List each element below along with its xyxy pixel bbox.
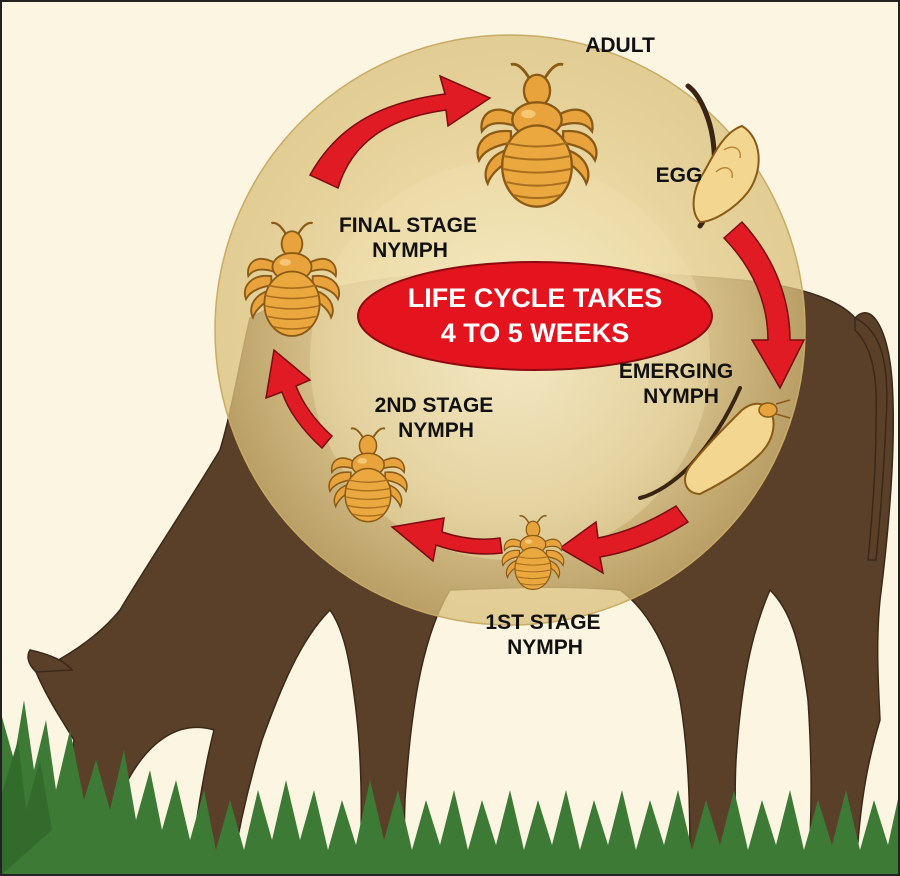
arrow-emerging-to-first bbox=[558, 505, 690, 575]
duration-badge: LIFE CYCLE TAKES 4 TO 5 WEEKS bbox=[357, 261, 713, 371]
duration-line-2: 4 TO 5 WEEKS bbox=[441, 318, 630, 348]
arrow-first-to-second bbox=[390, 517, 503, 563]
label-first-line-2: NYMPH bbox=[507, 636, 583, 659]
stage-labels: ADULT EGG EMERGING NYMPH 1ST STAGE NYMPH… bbox=[339, 34, 733, 659]
duration-line-1: LIFE CYCLE TAKES bbox=[408, 283, 663, 313]
label-second-line-1: 2ND STAGE bbox=[375, 394, 494, 417]
cycle-arrows bbox=[265, 74, 806, 575]
emerging-nymph bbox=[638, 386, 791, 500]
grass bbox=[0, 700, 900, 876]
label-emerging-line-1: EMERGING bbox=[619, 360, 733, 383]
label-adult: ADULT bbox=[585, 34, 655, 57]
arrow-egg-to-emerging bbox=[722, 220, 806, 390]
label-first-line-1: 1ST STAGE bbox=[485, 611, 600, 634]
label-emerging-line-2: NYMPH bbox=[643, 385, 719, 408]
label-egg: EGG bbox=[656, 164, 703, 187]
label-second-line-2: NYMPH bbox=[398, 419, 474, 442]
egg-on-hair bbox=[685, 83, 760, 229]
label-final-line-2: NYMPH bbox=[372, 239, 448, 262]
label-final-line-1: FINAL STAGE bbox=[339, 214, 477, 237]
arrow-final-to-adult bbox=[308, 74, 492, 190]
arrow-second-to-final bbox=[265, 348, 334, 450]
